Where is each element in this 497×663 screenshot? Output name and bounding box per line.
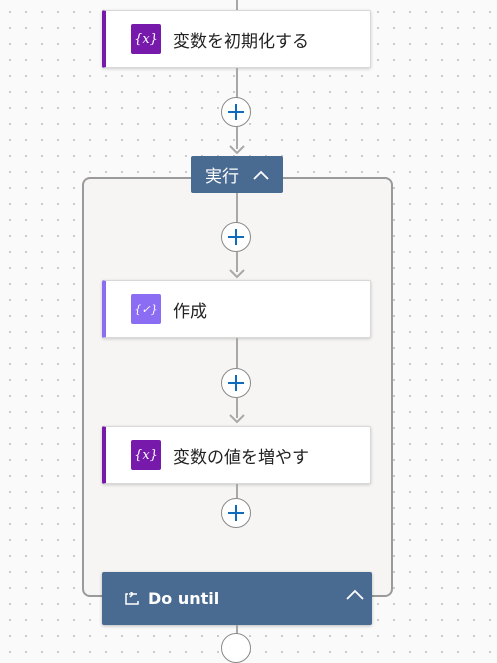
do-until-header[interactable]: Do until (102, 572, 372, 625)
connector-line (236, 68, 238, 98)
do-until-label: Do until (148, 589, 220, 608)
insert-step-button[interactable] (221, 633, 251, 663)
insert-step-button[interactable] (221, 498, 251, 528)
action-label: 変数の値を増やす (173, 447, 309, 468)
connector-line (236, 398, 238, 418)
plus-icon (228, 375, 244, 391)
action-card-compose[interactable]: {✓} 作成 (102, 280, 371, 338)
plus-icon (228, 104, 244, 120)
chevron-up-icon[interactable] (253, 170, 269, 180)
collapse-toggle[interactable] (346, 589, 364, 601)
insert-step-button[interactable] (221, 222, 251, 252)
connector-line (236, 338, 238, 368)
variable-icon: {x} (131, 440, 161, 470)
variable-icon: {x} (131, 24, 161, 54)
connector-line (236, 127, 238, 149)
chevron-up-icon (346, 589, 364, 600)
insert-step-button[interactable] (221, 97, 251, 127)
action-label: 変数を初期化する (173, 31, 309, 52)
connector-line (236, 484, 238, 498)
plus-icon (228, 229, 244, 245)
connector-line (236, 0, 238, 10)
compose-icon: {✓} (131, 294, 161, 324)
plus-icon (228, 505, 244, 521)
scope-label: 実行 (205, 167, 239, 187)
connector-line (236, 252, 238, 272)
action-card-initialize-variable[interactable]: {x} 変数を初期化する (102, 10, 371, 68)
insert-step-button[interactable] (221, 368, 251, 398)
connector-line (236, 193, 238, 223)
scope-header[interactable]: 実行 (191, 156, 283, 193)
action-card-increment-variable[interactable]: {x} 変数の値を増やす (102, 426, 371, 484)
arrow-down-icon (229, 414, 245, 424)
action-label: 作成 (173, 301, 207, 322)
loop-icon (124, 591, 140, 606)
arrow-down-icon (229, 145, 245, 155)
arrow-down-icon (229, 269, 245, 279)
